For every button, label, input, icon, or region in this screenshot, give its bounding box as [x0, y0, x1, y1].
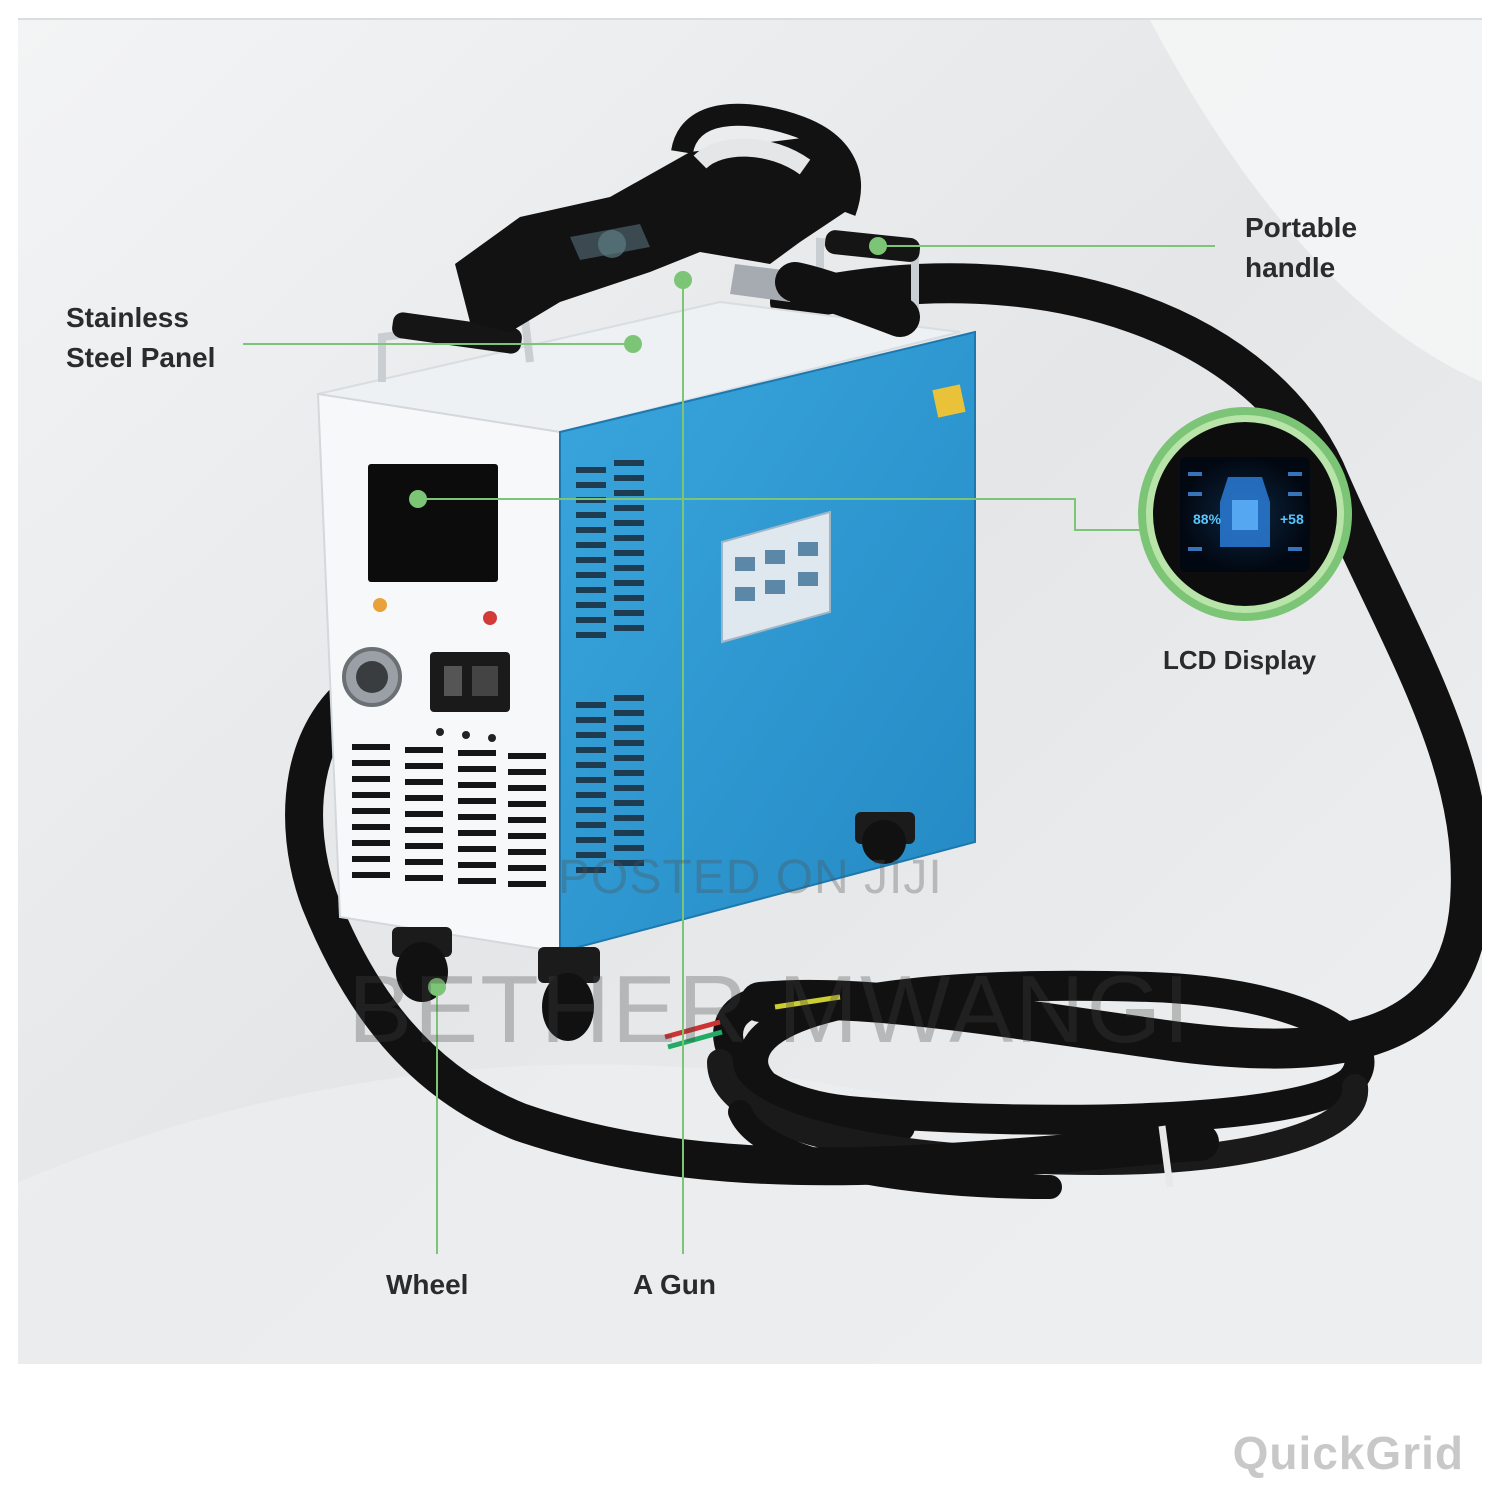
callout-wheel: Wheel: [386, 1269, 469, 1300]
side-panel: [559, 330, 976, 954]
callout-stainless-steel-panel: Stainless Steel Panel: [66, 298, 215, 378]
callout-line-2: Steel Panel: [66, 342, 216, 373]
quickgrid-logo: QuickGrid: [1232, 1427, 1464, 1479]
ev-charger-illustration: 88% +58: [18, 20, 1482, 1364]
lcd-right-value: +58: [1280, 511, 1304, 527]
watermark-posted-on: POSTED ON JIJI: [558, 851, 943, 904]
lcd-left-value: 88%: [1193, 511, 1222, 527]
charging-cable: [740, 263, 1482, 1069]
callout-line-1: Stainless: [66, 302, 189, 333]
status-light-red: [483, 611, 497, 625]
status-light-amber: [373, 598, 387, 612]
callout-a-gun: A Gun: [633, 1269, 716, 1300]
callout-lines: [243, 245, 1215, 1254]
front-screen: [368, 464, 498, 582]
callout-lcd-display: LCD Display: [1163, 645, 1317, 675]
callout-dots: [409, 237, 887, 996]
lcd-display-zoom: 88% +58: [1138, 407, 1352, 621]
watermark-seller-name: BETHER MWANGI: [348, 956, 1192, 1063]
charging-gun: [455, 103, 920, 337]
product-photo: 88% +58 Stainless Steel Panel Portable h…: [18, 18, 1482, 1364]
callout-portable-handle: Portable handle: [1245, 208, 1357, 288]
callout-line-2: handle: [1245, 252, 1336, 283]
callout-line-1: Portable: [1245, 212, 1358, 243]
